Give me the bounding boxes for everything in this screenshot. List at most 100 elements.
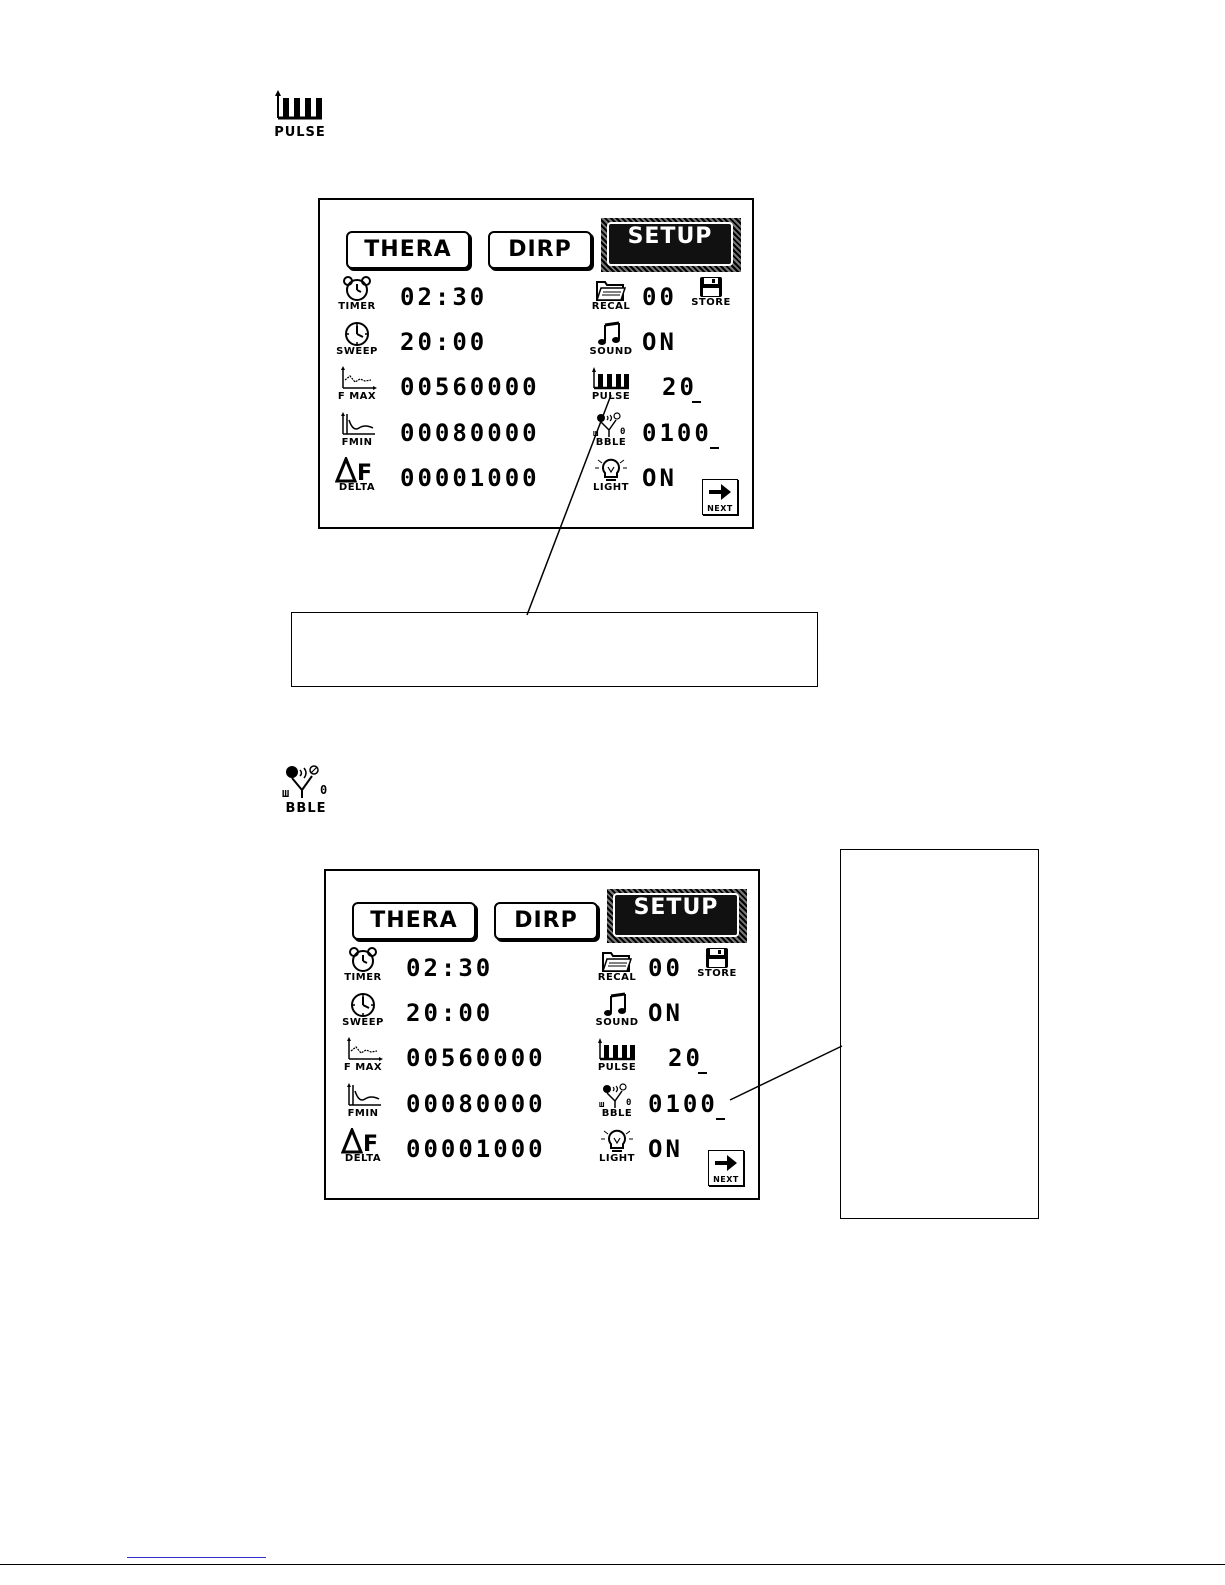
store-label: STORE bbox=[691, 297, 731, 308]
param-label: SWEEP bbox=[336, 346, 378, 357]
setup-screen-1: THERA DIRP SETUP TIMER 02:30 SWEEP 20:00 F M… bbox=[318, 198, 754, 529]
param-label: F MAX bbox=[337, 391, 377, 402]
param-label: RECAL bbox=[591, 301, 631, 312]
svg-text:F: F bbox=[363, 1132, 378, 1154]
param-value-pulse[interactable]: 20 bbox=[662, 373, 697, 401]
floppy-disk-icon bbox=[706, 948, 728, 968]
param-value-bble[interactable]: 0100 bbox=[648, 1090, 718, 1118]
pulse-icon: PULSE bbox=[270, 88, 330, 140]
store-label: STORE bbox=[697, 968, 737, 979]
param-label: DELTA bbox=[338, 482, 376, 493]
param-label: LIGHT bbox=[599, 1153, 635, 1164]
edit-cursor bbox=[698, 1072, 707, 1074]
footnote-link-line[interactable] bbox=[127, 1557, 266, 1558]
next-button[interactable]: NEXT bbox=[708, 1150, 744, 1186]
param-label: DELTA bbox=[344, 1153, 382, 1164]
param-label: SOUND bbox=[589, 346, 633, 357]
tab-thera[interactable]: THERA bbox=[346, 231, 470, 269]
sweep-icon[interactable]: SWEEP bbox=[334, 321, 380, 357]
tab-label: SETUP bbox=[607, 222, 733, 266]
param-value-light[interactable]: ON bbox=[642, 464, 677, 492]
delta-icon[interactable]: F DELTA bbox=[334, 457, 380, 493]
param-label: SWEEP bbox=[342, 1017, 384, 1028]
param-label: LIGHT bbox=[593, 482, 629, 493]
param-value-recal[interactable]: 00 bbox=[642, 283, 677, 311]
param-value-light[interactable]: ON bbox=[648, 1135, 683, 1163]
next-label: NEXT bbox=[713, 1175, 739, 1184]
pulse-icon[interactable]: PULSE bbox=[594, 1037, 640, 1073]
param-label: RECAL bbox=[597, 972, 637, 983]
arrow-right-icon bbox=[709, 484, 731, 500]
page-bottom-rule bbox=[0, 1564, 1225, 1565]
setup-screen-2: THERA DIRP SETUP TIMER 02:30 SWEEP 20:00 F M… bbox=[324, 869, 760, 1200]
param-value-sweep[interactable]: 20:00 bbox=[406, 999, 494, 1027]
timer-icon[interactable]: TIMER bbox=[340, 947, 386, 983]
sound-icon[interactable]: SOUND bbox=[588, 321, 634, 357]
param-label: FMIN bbox=[341, 437, 373, 448]
param-label: TIMER bbox=[338, 301, 376, 312]
store-button[interactable]: STORE bbox=[688, 276, 734, 308]
fmax-icon[interactable]: F MAX bbox=[340, 1037, 386, 1073]
edit-cursor bbox=[716, 1118, 725, 1120]
timer-icon[interactable]: TIMER bbox=[334, 276, 380, 312]
svg-text:ш: ш bbox=[282, 786, 289, 800]
tab-label: SETUP bbox=[613, 893, 739, 937]
param-value-fmax[interactable]: 00560000 bbox=[406, 1044, 546, 1072]
param-value-fmax[interactable]: 00560000 bbox=[400, 373, 540, 401]
param-value-sound[interactable]: ON bbox=[648, 999, 683, 1027]
tab-dirp[interactable]: DIRP bbox=[494, 902, 598, 940]
next-label: NEXT bbox=[707, 504, 733, 513]
param-value-delta[interactable]: 00001000 bbox=[406, 1135, 546, 1163]
light-icon[interactable]: LIGHT bbox=[588, 457, 634, 493]
bble-icon-caption: BBLE bbox=[285, 801, 327, 816]
param-label: PULSE bbox=[597, 1062, 637, 1073]
callout-box-pulse bbox=[291, 612, 818, 687]
param-label: FMIN bbox=[347, 1108, 379, 1119]
param-value-fmin[interactable]: 00080000 bbox=[406, 1090, 546, 1118]
param-value-sound[interactable]: ON bbox=[642, 328, 677, 356]
svg-text:0: 0 bbox=[620, 427, 625, 437]
param-value-fmin[interactable]: 00080000 bbox=[400, 419, 540, 447]
param-label: BBLE bbox=[595, 437, 627, 448]
param-value-timer[interactable]: 02:30 bbox=[400, 283, 488, 311]
delta-icon[interactable]: F DELTA bbox=[340, 1128, 386, 1164]
param-value-sweep[interactable]: 20:00 bbox=[400, 328, 488, 356]
bble-icon[interactable]: ш 0 BBLE bbox=[594, 1083, 640, 1119]
recal-icon[interactable]: RECAL bbox=[594, 947, 640, 983]
floppy-disk-icon bbox=[700, 277, 722, 297]
param-value-timer[interactable]: 02:30 bbox=[406, 954, 494, 982]
tab-setup[interactable]: SETUP bbox=[607, 889, 747, 943]
param-label: BBLE bbox=[601, 1108, 633, 1119]
light-icon[interactable]: LIGHT bbox=[594, 1128, 640, 1164]
param-label: TIMER bbox=[344, 972, 382, 983]
next-button[interactable]: NEXT bbox=[702, 479, 738, 515]
sound-icon[interactable]: SOUND bbox=[594, 992, 640, 1028]
sweep-icon[interactable]: SWEEP bbox=[340, 992, 386, 1028]
param-value-pulse[interactable]: 20 bbox=[668, 1044, 703, 1072]
param-value-delta[interactable]: 00001000 bbox=[400, 464, 540, 492]
recal-icon[interactable]: RECAL bbox=[588, 276, 634, 312]
svg-text:0: 0 bbox=[320, 783, 327, 797]
tab-setup[interactable]: SETUP bbox=[601, 218, 741, 272]
store-button[interactable]: STORE bbox=[694, 947, 740, 979]
param-label: F MAX bbox=[343, 1062, 383, 1073]
param-label: SOUND bbox=[595, 1017, 639, 1028]
fmin-icon[interactable]: FMIN bbox=[340, 1083, 386, 1119]
svg-text:0: 0 bbox=[626, 1098, 631, 1108]
tab-dirp[interactable]: DIRP bbox=[488, 231, 592, 269]
arrow-right-icon bbox=[715, 1155, 737, 1171]
svg-text:F: F bbox=[357, 461, 372, 483]
pulse-icon-caption: PULSE bbox=[274, 125, 326, 140]
param-value-bble[interactable]: 0100 bbox=[642, 419, 712, 447]
callout-box-bble bbox=[840, 849, 1039, 1219]
tab-thera[interactable]: THERA bbox=[352, 902, 476, 940]
fmax-icon[interactable]: F MAX bbox=[334, 366, 380, 402]
bble-icon: ш 0 BBLE bbox=[276, 764, 336, 816]
param-value-recal[interactable]: 00 bbox=[648, 954, 683, 982]
edit-cursor bbox=[692, 401, 701, 403]
fmin-icon[interactable]: FMIN bbox=[334, 412, 380, 448]
svg-text:ш: ш bbox=[599, 1100, 605, 1109]
edit-cursor bbox=[710, 447, 719, 449]
